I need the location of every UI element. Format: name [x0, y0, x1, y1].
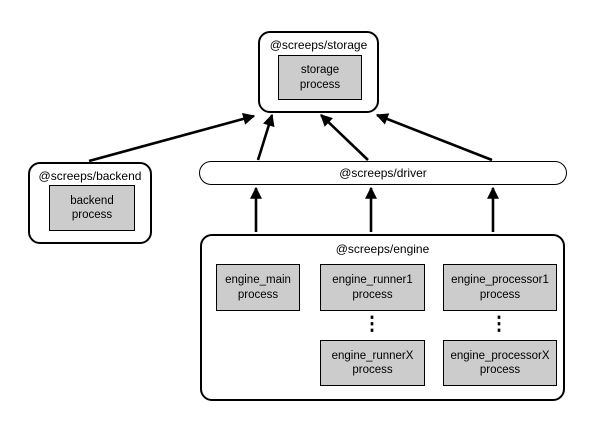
- node-engine-label: @screeps/engine: [335, 242, 430, 256]
- process-label-line: process: [237, 288, 279, 301]
- engine-runner1-process-box: engine_runner1 process: [320, 264, 425, 311]
- node-engine: @screeps/engine engine_main process engi…: [200, 234, 565, 401]
- backend-process-box: backend process: [49, 185, 135, 231]
- process-label-line: process: [71, 209, 113, 221]
- edge-driver-to-storage-left: [256, 113, 275, 161]
- edge-driver-to-storage-right: [375, 113, 493, 162]
- engine-processorX-process-box: engine_processorX process: [443, 340, 557, 386]
- process-label-line: engine_main: [225, 274, 291, 287]
- edge-driver-to-storage-middle: [320, 114, 369, 161]
- node-backend-label: @screeps/backend: [38, 169, 142, 183]
- process-label-line: backend: [70, 194, 114, 207]
- process-label-line: engine_processor1: [451, 274, 549, 287]
- process-label-line: engine_runner1: [332, 274, 413, 287]
- process-label-line: storage: [300, 64, 340, 77]
- processor-ellipsis: ⋮: [489, 314, 509, 335]
- process-label-line: process: [479, 364, 521, 376]
- engine-runnerX-process-box: engine_runnerX process: [320, 340, 425, 386]
- process-label-line: process: [352, 288, 393, 301]
- node-driver-label: @screeps/driver: [339, 166, 427, 180]
- process-label-line: process: [479, 288, 521, 301]
- engine-processor1-process-box: engine_processor1 process: [443, 264, 557, 311]
- storage-process-box: storage process: [278, 55, 362, 100]
- process-label-line: engine_runnerX: [331, 349, 414, 362]
- process-label-line: engine_processorX: [450, 349, 550, 362]
- edge-backend-to-storage: [88, 113, 256, 163]
- process-label-line: process: [299, 78, 341, 91]
- process-label-line: process: [352, 364, 393, 376]
- node-storage: @screeps/storage storage process: [258, 31, 379, 113]
- node-storage-label: @screeps/storage: [269, 38, 368, 52]
- engine-main-process-box: engine_main process: [216, 264, 300, 311]
- runner-ellipsis: ⋮: [362, 314, 382, 335]
- node-backend: @screeps/backend backend process: [28, 162, 152, 244]
- node-driver: @screeps/driver: [199, 161, 567, 185]
